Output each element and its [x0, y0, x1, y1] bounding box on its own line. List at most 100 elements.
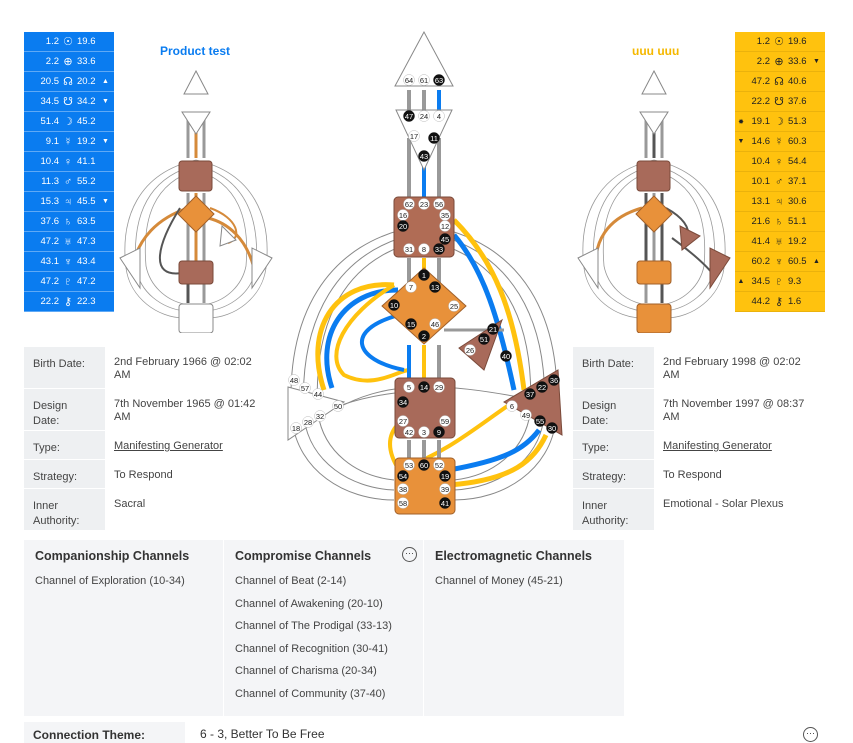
- gate-label: 42: [405, 428, 413, 437]
- gate-marker[interactable]: [548, 374, 560, 386]
- gate-marker[interactable]: [439, 497, 451, 509]
- planet-row: 10.4♀54.4: [735, 152, 825, 172]
- gate-marker[interactable]: [388, 299, 400, 311]
- gate-label: 40: [502, 352, 510, 361]
- gate-marker[interactable]: [429, 281, 441, 293]
- gate-label: 2: [422, 332, 426, 341]
- gate-marker[interactable]: [314, 410, 326, 422]
- info-value[interactable]: Manifesting Generator: [105, 431, 276, 459]
- gate-marker[interactable]: [418, 330, 430, 342]
- gate-marker[interactable]: [448, 300, 460, 312]
- gate-label: 51: [480, 335, 488, 344]
- design-gate: 20.2: [77, 76, 96, 87]
- gate-marker[interactable]: [536, 381, 548, 393]
- gate-marker[interactable]: [478, 333, 490, 345]
- gate-marker[interactable]: [429, 318, 441, 330]
- connection-theme-more-button[interactable]: ···: [803, 727, 818, 742]
- gate-marker[interactable]: [500, 350, 512, 362]
- gate-marker[interactable]: [439, 233, 451, 245]
- info-label: Strategy:: [573, 460, 654, 488]
- gate-label: 26: [466, 346, 474, 355]
- gate-marker[interactable]: [302, 416, 314, 428]
- gate-marker[interactable]: [546, 422, 558, 434]
- gate-marker[interactable]: [418, 459, 430, 471]
- planet-icon: ♀: [774, 155, 784, 168]
- gate-marker[interactable]: [418, 110, 430, 122]
- gate-label: 61: [420, 76, 428, 85]
- gate-marker[interactable]: [433, 243, 445, 255]
- gate-marker[interactable]: [418, 269, 430, 281]
- design-gate: 19.6: [77, 36, 96, 47]
- personality-gate: 9.1: [45, 136, 59, 147]
- type-link[interactable]: Manifesting Generator: [663, 440, 772, 452]
- gate-marker[interactable]: [418, 74, 430, 86]
- gate-marker[interactable]: [403, 110, 415, 122]
- gate-marker[interactable]: [433, 198, 445, 210]
- planet-icon: ☊: [774, 76, 784, 88]
- gate-marker[interactable]: [397, 497, 409, 509]
- personality-gate: 34.5: [751, 276, 771, 287]
- info-value[interactable]: Manifesting Generator: [654, 431, 825, 459]
- gate-marker[interactable]: [418, 150, 430, 162]
- gate-marker[interactable]: [397, 470, 409, 482]
- gate-marker[interactable]: [433, 459, 445, 471]
- gate-marker[interactable]: [433, 381, 445, 393]
- gate-marker[interactable]: [464, 344, 476, 356]
- gate-label: 49: [522, 411, 530, 420]
- gate-marker[interactable]: [403, 74, 415, 86]
- planet-row: 22.2⚷22.3: [24, 292, 114, 312]
- planet-icon: ♅: [774, 235, 784, 248]
- gate-marker[interactable]: [487, 323, 499, 335]
- gate-marker[interactable]: [405, 281, 417, 293]
- planet-row: 47.2♇47.2: [24, 272, 114, 292]
- gate-label: 24: [420, 112, 428, 121]
- gate-marker[interactable]: [403, 459, 415, 471]
- gate-marker[interactable]: [433, 74, 445, 86]
- personality-gate: 2.2: [756, 56, 770, 67]
- gate-marker[interactable]: [397, 415, 409, 427]
- compromise-more-button[interactable]: ···: [402, 547, 417, 562]
- type-link[interactable]: Manifesting Generator: [114, 440, 223, 452]
- gate-marker[interactable]: [397, 220, 409, 232]
- gate-marker[interactable]: [418, 243, 430, 255]
- gate-marker[interactable]: [534, 415, 546, 427]
- gate-marker[interactable]: [418, 426, 430, 438]
- planet-row: 10.1♂37.1: [735, 172, 825, 192]
- gate-marker[interactable]: [397, 396, 409, 408]
- gate-marker[interactable]: [403, 243, 415, 255]
- design-gate: 51.1: [788, 216, 807, 227]
- gate-label: 45: [441, 235, 449, 244]
- planet-row: 41.4♅19.2: [735, 232, 825, 252]
- gate-label: 23: [420, 200, 428, 209]
- gate-marker[interactable]: [418, 198, 430, 210]
- gate-marker[interactable]: [403, 426, 415, 438]
- gate-marker[interactable]: [299, 382, 311, 394]
- gate-marker[interactable]: [403, 198, 415, 210]
- gate-marker[interactable]: [418, 381, 430, 393]
- planet-marker: ▼: [102, 198, 109, 205]
- gate-marker[interactable]: [405, 318, 417, 330]
- info-row: Strategy:To Respond: [573, 460, 825, 489]
- gate-marker[interactable]: [506, 400, 518, 412]
- gate-marker[interactable]: [408, 130, 420, 142]
- info-label: Birth Date:: [573, 347, 654, 388]
- planet-row: 11.3♂55.2: [24, 172, 114, 192]
- gate-marker[interactable]: [397, 483, 409, 495]
- gate-marker[interactable]: [403, 381, 415, 393]
- gate-marker[interactable]: [524, 388, 536, 400]
- gate-marker[interactable]: [433, 110, 445, 122]
- gate-marker[interactable]: [439, 415, 451, 427]
- gate-marker[interactable]: [428, 132, 440, 144]
- info-value: 7th November 1997 @ 08:37 AM: [663, 398, 805, 423]
- planet-icon: ♆: [774, 255, 784, 268]
- gate-marker[interactable]: [312, 388, 324, 400]
- design-gate: 1.6: [788, 296, 802, 307]
- gate-marker[interactable]: [439, 470, 451, 482]
- gate-marker[interactable]: [332, 400, 344, 412]
- gate-marker[interactable]: [520, 409, 532, 421]
- gate-marker[interactable]: [288, 374, 300, 386]
- gate-marker[interactable]: [439, 483, 451, 495]
- gate-marker[interactable]: [439, 220, 451, 232]
- gate-marker[interactable]: [433, 426, 445, 438]
- gate-marker[interactable]: [290, 422, 302, 434]
